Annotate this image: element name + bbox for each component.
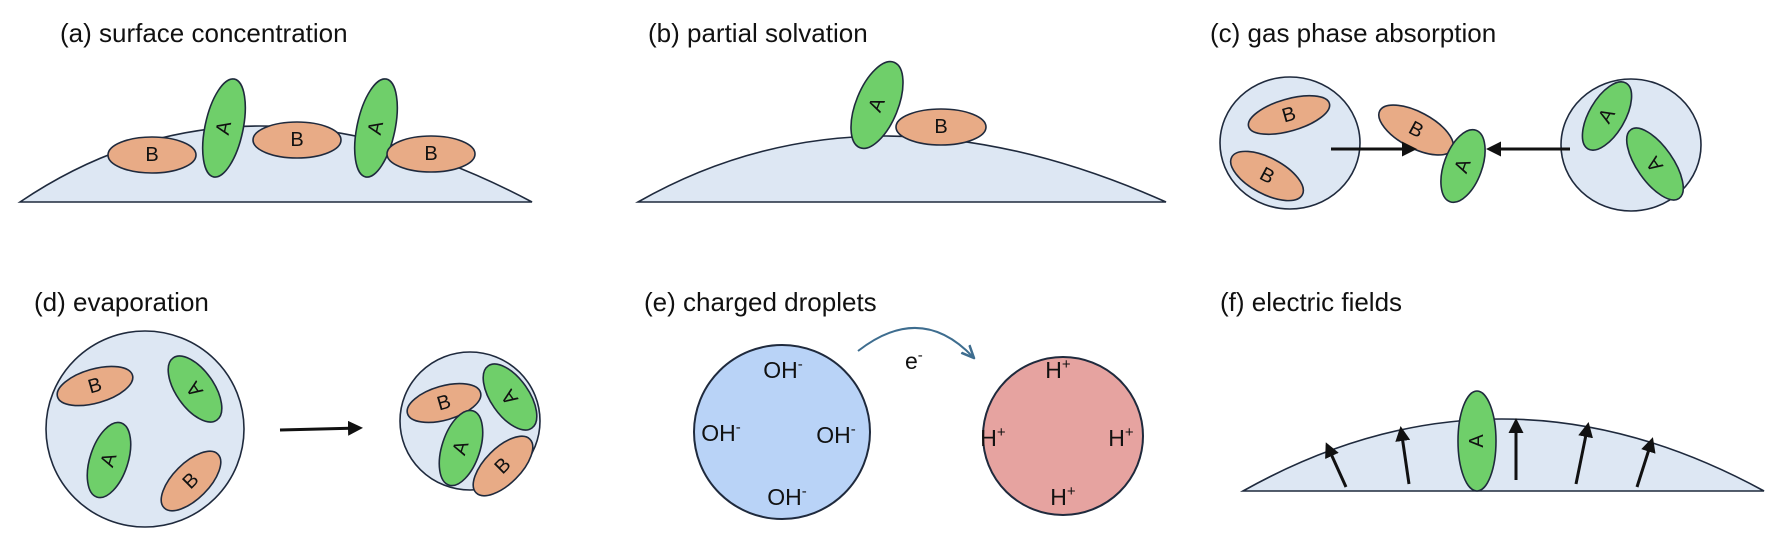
hydroxide-label: OH- xyxy=(816,421,856,448)
molecule-b: B xyxy=(56,365,134,407)
proton-label: H+ xyxy=(1108,424,1134,451)
molecule-b-label: B xyxy=(290,129,303,151)
molecule-a-body xyxy=(1440,128,1486,204)
molecule-a: A xyxy=(201,78,247,178)
panel-a-title: (a) surface concentration xyxy=(60,18,348,48)
molecule-b-label: B xyxy=(145,144,158,166)
panel-b: (b) partial solvation A B xyxy=(634,18,1167,203)
negative-droplet xyxy=(693,344,871,520)
molecule-a-label: A xyxy=(1466,434,1488,448)
molecule-b-body xyxy=(56,365,134,407)
panel-f: (f) electric fields A xyxy=(1220,287,1765,492)
molecule-b-label: B xyxy=(1280,103,1299,128)
molecule-b: B xyxy=(472,435,534,497)
proton-label: H+ xyxy=(1045,356,1071,383)
molecule-b: B xyxy=(252,121,342,159)
molecule-b: B xyxy=(386,135,476,173)
molecule-b-label: B xyxy=(934,116,947,138)
molecule-a-body xyxy=(850,60,904,150)
molecule-b-body xyxy=(386,135,476,173)
molecule-a: A xyxy=(1625,127,1685,201)
electron-label: e- xyxy=(905,347,923,374)
molecule-a-body xyxy=(438,409,484,487)
field-arrow xyxy=(1635,437,1656,488)
hydroxide-label: OH- xyxy=(767,483,807,510)
molecule-b-body xyxy=(472,435,534,497)
molecule-a: A xyxy=(482,363,538,431)
molecule-b: B xyxy=(895,108,987,146)
hydroxide-label: OH- xyxy=(701,419,741,446)
panel-c-title: (c) gas phase absorption xyxy=(1210,18,1496,48)
hydroxide-ion: OH- xyxy=(767,483,807,510)
panel-f-title: (f) electric fields xyxy=(1220,287,1402,317)
evaporation-arrow xyxy=(279,420,363,436)
proton-ion: H+ xyxy=(980,424,1006,451)
molecule-a: A xyxy=(1440,128,1486,204)
molecule-a-label: A xyxy=(364,119,388,137)
panel-b-title: (b) partial solvation xyxy=(648,18,868,48)
proton-label: H+ xyxy=(980,424,1006,451)
proton-ion: H+ xyxy=(1045,356,1071,383)
molecule-b-body xyxy=(160,450,222,512)
molecule-a: A xyxy=(167,355,223,423)
molecule-b-body xyxy=(1229,150,1305,202)
molecule-b: B xyxy=(1229,150,1305,202)
proton-label: H+ xyxy=(1050,483,1076,510)
hydroxide-ion: OH- xyxy=(701,419,741,446)
molecule-a-body xyxy=(1581,81,1633,151)
panel-c: (c) gas phase absorption B B A A B A xyxy=(1210,18,1702,212)
panel-e: (e) charged droplets OH- OH- OH- OH- H+ … xyxy=(644,287,1144,520)
molecule-a: A xyxy=(438,409,484,487)
molecule-b-body xyxy=(1247,94,1331,136)
hydroxide-label: OH- xyxy=(763,356,803,383)
hydroxide-ion: OH- xyxy=(763,356,803,383)
molecule-b-label: B xyxy=(86,374,105,399)
molecule-b: B xyxy=(1247,94,1331,136)
molecule-b-body xyxy=(252,121,342,159)
molecule-a: A xyxy=(850,60,904,150)
molecule-b-body xyxy=(895,108,987,146)
molecule-a: A xyxy=(86,421,132,499)
molecule-b: B xyxy=(1378,104,1454,156)
molecule-a-body xyxy=(482,363,538,431)
positive-droplet xyxy=(982,356,1144,516)
panel-e-title: (e) charged droplets xyxy=(644,287,877,317)
molecule-b: B xyxy=(160,450,222,512)
molecule-a: A xyxy=(1457,390,1497,492)
molecule-b-body xyxy=(107,136,197,174)
proton-ion: H+ xyxy=(1050,483,1076,510)
field-arrow xyxy=(1395,426,1411,485)
molecule-a-body xyxy=(1457,390,1497,492)
droplet-large xyxy=(45,330,245,528)
molecule-a-body xyxy=(1625,127,1685,201)
molecule-a-label: A xyxy=(212,119,236,137)
molecule-b-label: B xyxy=(424,143,437,165)
molecule-b: B xyxy=(107,136,197,174)
field-arrow xyxy=(1325,442,1348,488)
field-arrow xyxy=(1574,422,1593,485)
proton-ion: H+ xyxy=(1108,424,1134,451)
molecule-a: A xyxy=(1581,81,1633,151)
panel-d-title: (d) evaporation xyxy=(34,287,209,317)
panel-d: (d) evaporation B A A B B A A B xyxy=(34,287,541,528)
electron-transfer-arrow xyxy=(857,327,973,357)
panel-a: (a) surface concentration B A B A B xyxy=(17,18,533,203)
molecule-a-body xyxy=(201,78,247,178)
droplet-surface-f xyxy=(1239,418,1765,492)
molecule-b-label: B xyxy=(435,391,454,416)
droplet-surface-b xyxy=(634,135,1167,203)
molecule-a-body xyxy=(167,355,223,423)
hydroxide-ion: OH- xyxy=(816,421,856,448)
molecule-a-body xyxy=(86,421,132,499)
